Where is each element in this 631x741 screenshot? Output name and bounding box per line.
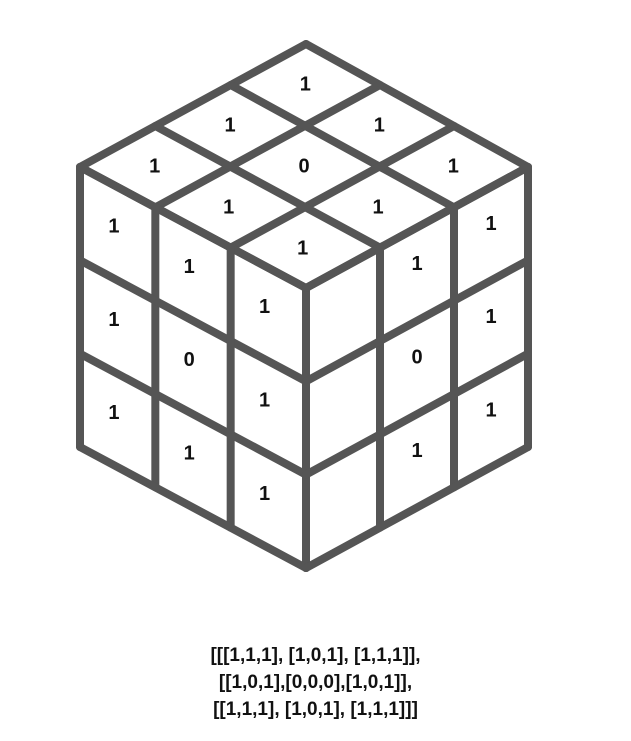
right-face-cell-label: 0: [411, 346, 422, 368]
top-face-cell-label: 0: [298, 155, 309, 177]
right-face-cell-label: 1: [485, 399, 496, 421]
left-face-cell-label: 1: [184, 442, 195, 464]
cube-grid-lines: [76, 40, 532, 572]
top-face-cell-label: 1: [448, 155, 459, 177]
left-face-cell-label: 1: [108, 215, 119, 237]
top-face-cell-label: 1: [374, 114, 385, 136]
left-face-cell-label: 0: [184, 349, 195, 371]
cube-diagram: 1 1 1 1 0 1 1 1 1 1 1 1 1 0 1 1 1 1 1 1 0 1 1 1: [76, 40, 532, 572]
right-face-cell-label: 1: [485, 306, 496, 328]
left-face-cell-label: 1: [259, 483, 270, 505]
right-face-cell-label: 1: [411, 253, 422, 275]
right-face-line: [302, 349, 532, 479]
top-face-line: [226, 122, 458, 252]
top-face-line: [151, 122, 384, 252]
right-face-cell-label: 1: [411, 440, 422, 462]
top-face-cell-label: 1: [300, 73, 311, 95]
top-face-line: [226, 81, 458, 212]
caption-line-3: [[1,1,1], [1,0,1], [1,1,1]]]: [213, 699, 418, 720]
left-face-line: [76, 163, 310, 292]
top-face-line: [151, 81, 384, 212]
top-face-cell-label: 1: [297, 237, 308, 259]
top-face-cell-label: 1: [149, 155, 160, 177]
top-face-cell-label: 1: [372, 196, 383, 218]
array-caption: [[[1,1,1], [1,0,1], [1,1,1]], [[1,0,1],[…: [0, 642, 631, 723]
right-face-line: [302, 443, 532, 572]
left-face-cell-label: 1: [108, 402, 119, 424]
cube-cell-labels: 1 1 1 1 0 1 1 1 1 1 1 1 1 0 1 1 1 1 1 1 0 1 1 1: [108, 73, 496, 504]
right-face-line: [302, 163, 532, 292]
left-face-line: [76, 256, 310, 386]
top-face-line: [302, 40, 532, 171]
left-face-line: [76, 349, 310, 479]
left-face-cell-label: 1: [184, 256, 195, 278]
top-face-cell-label: 1: [223, 196, 234, 218]
left-face-line: [76, 443, 310, 572]
left-face-cell-label: 1: [108, 309, 119, 331]
top-face-cell-label: 1: [224, 114, 235, 136]
right-face-cell-label: 1: [485, 213, 496, 235]
caption-line-1: [[[1,1,1], [1,0,1], [1,1,1]],: [210, 645, 421, 666]
left-face-cell-label: 1: [259, 296, 270, 318]
right-face-line: [302, 256, 532, 386]
top-face-line: [76, 40, 310, 171]
left-face-cell-label: 1: [259, 389, 270, 411]
caption-line-2: [[1,0,1],[0,0,0],[1,0,1]],: [218, 672, 413, 693]
